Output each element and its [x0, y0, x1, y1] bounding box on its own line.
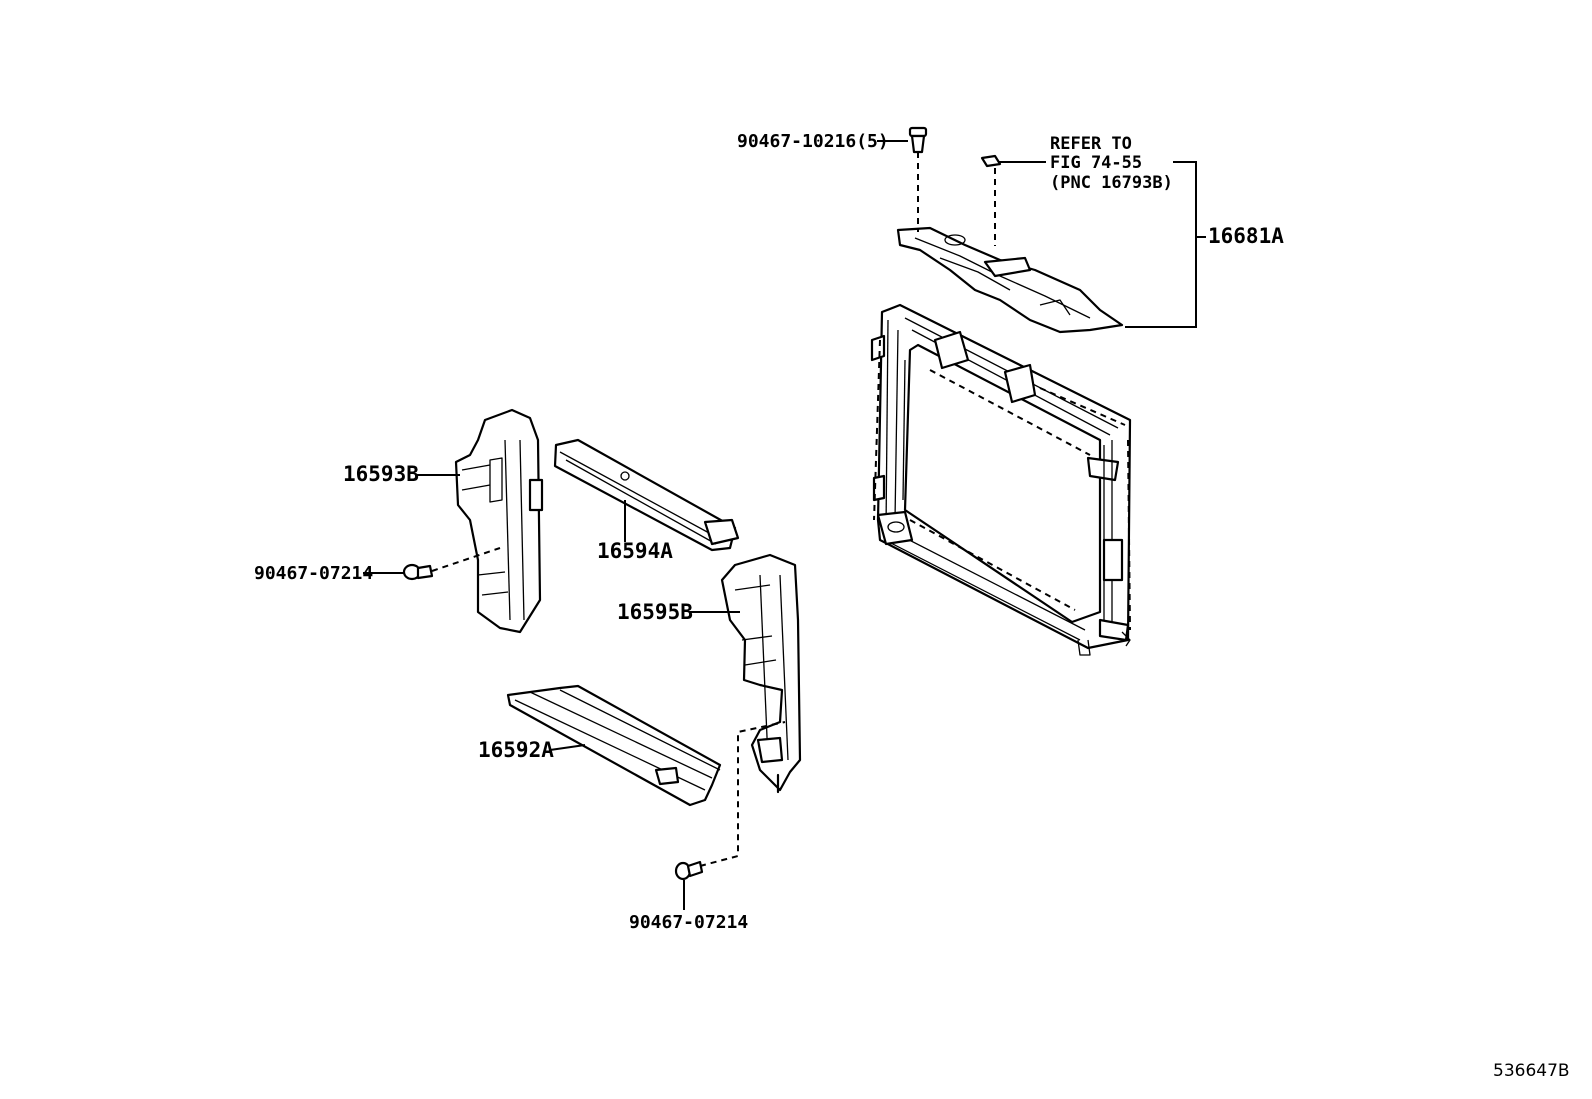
reference-note-line3: (PNC 16793B) [1050, 173, 1173, 193]
label-seal-16681a: 16681A [1208, 224, 1284, 248]
radiator-support-frame [870, 303, 1132, 656]
label-seal-16592a: 16592A [478, 738, 554, 762]
seal-16681a-shape [896, 226, 1124, 334]
seal-16592a-shape [506, 684, 722, 807]
clip-left-shape [402, 563, 434, 581]
seal-16595b-shape [720, 553, 802, 794]
label-clip-left: 90467-07214 [254, 563, 373, 584]
label-seal-16594a: 16594A [597, 539, 673, 563]
illustration-id: 536647B [1493, 1061, 1570, 1081]
seal-16594a-shape [553, 438, 740, 552]
reference-note-line2: FIG 74-55 [1050, 153, 1142, 173]
seal-16593b-shape [454, 408, 544, 634]
reference-note: REFER TO FIG 74-55 (PNC 16793B) [1050, 134, 1173, 193]
clip-top-shape [908, 126, 928, 154]
reference-note-line1: REFER TO [1050, 134, 1132, 154]
label-clip-bottom: 90467-07214 [629, 912, 748, 933]
label-seal-16595b: 16595B [617, 600, 693, 624]
label-clip-top: 90467-10216(5) [737, 131, 889, 152]
leader-lines [363, 140, 1206, 910]
assembly-lines [431, 152, 996, 867]
label-seal-16593b: 16593B [343, 462, 419, 486]
clip-bottom-shape [674, 860, 704, 881]
